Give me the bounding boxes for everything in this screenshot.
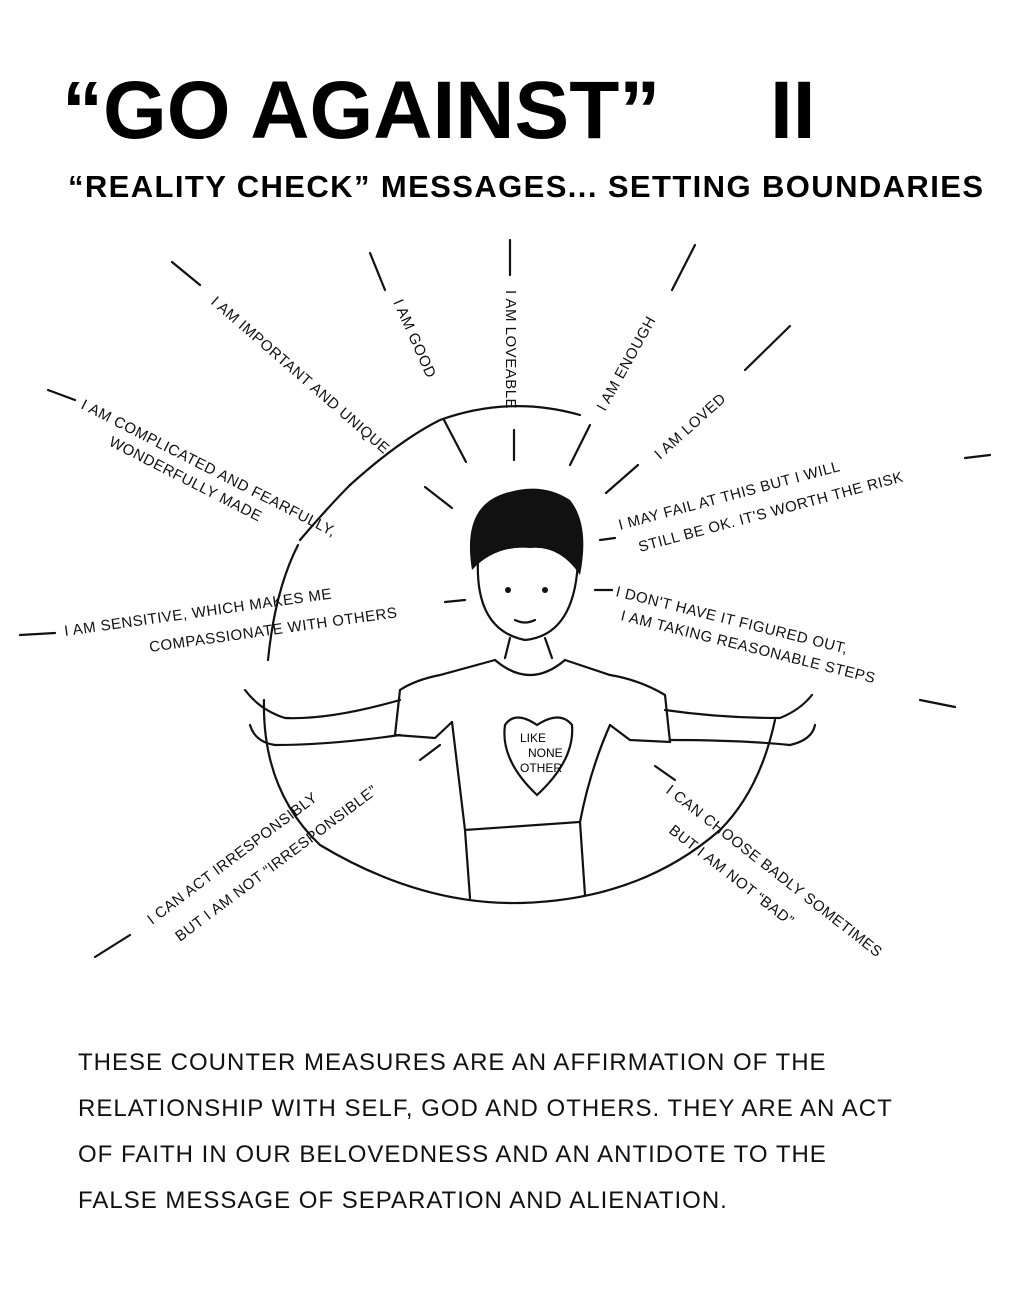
halo-circle (262, 405, 777, 905)
message-important: I AM IMPORTANT AND UNIQUE (207, 293, 392, 457)
subtitle: “REALITY CHECK” MESSAGES... SETTING BOUN… (68, 169, 983, 204)
right-eye (542, 587, 548, 593)
left-eye (505, 587, 511, 593)
message-badly-line1: I CAN CHOOSE BADLY SOMETIMES (663, 782, 886, 961)
heart-text-line1: LIKE (520, 731, 546, 745)
closing-paragraph: THESE COUNTER MEASURES ARE AN AFFIRMATIO… (78, 1040, 958, 1224)
hair (469, 488, 584, 575)
paragraph-line: THESE COUNTER MEASURES ARE AN AFFIRMATIO… (78, 1049, 827, 1076)
heart-text-line3: OTHER (520, 761, 562, 775)
title: “GO AGAINST” (62, 65, 660, 156)
paragraph-line: OF FAITH IN OUR BELOVEDNESS AND AN ANTID… (78, 1141, 827, 1168)
paragraph-line: FALSE MESSAGE OF SEPARATION AND ALIENATI… (78, 1187, 728, 1214)
message-loveable: I AM LOVEABLE (502, 290, 519, 409)
heart-text-line2: NONE (528, 746, 563, 760)
message-complicated-line1: I AM COMPLICATED AND FEARFULLY, (78, 396, 339, 540)
message-good: I AM GOOD (389, 297, 439, 381)
heart-outline (503, 716, 574, 797)
message-loved: I AM LOVED (651, 390, 729, 463)
message-enough: I AM ENOUGH (594, 313, 660, 414)
ray-lines (18, 238, 992, 959)
person-figure: LIKE NONE OTHER (243, 488, 817, 900)
title-numeral: II (770, 65, 816, 156)
message-irresponsible-line2: BUT I AM NOT “IRRESPONSIBLE” (172, 782, 381, 945)
paragraph-line: RELATIONSHIP WITH SELF, GOD AND OTHERS. … (78, 1095, 893, 1122)
